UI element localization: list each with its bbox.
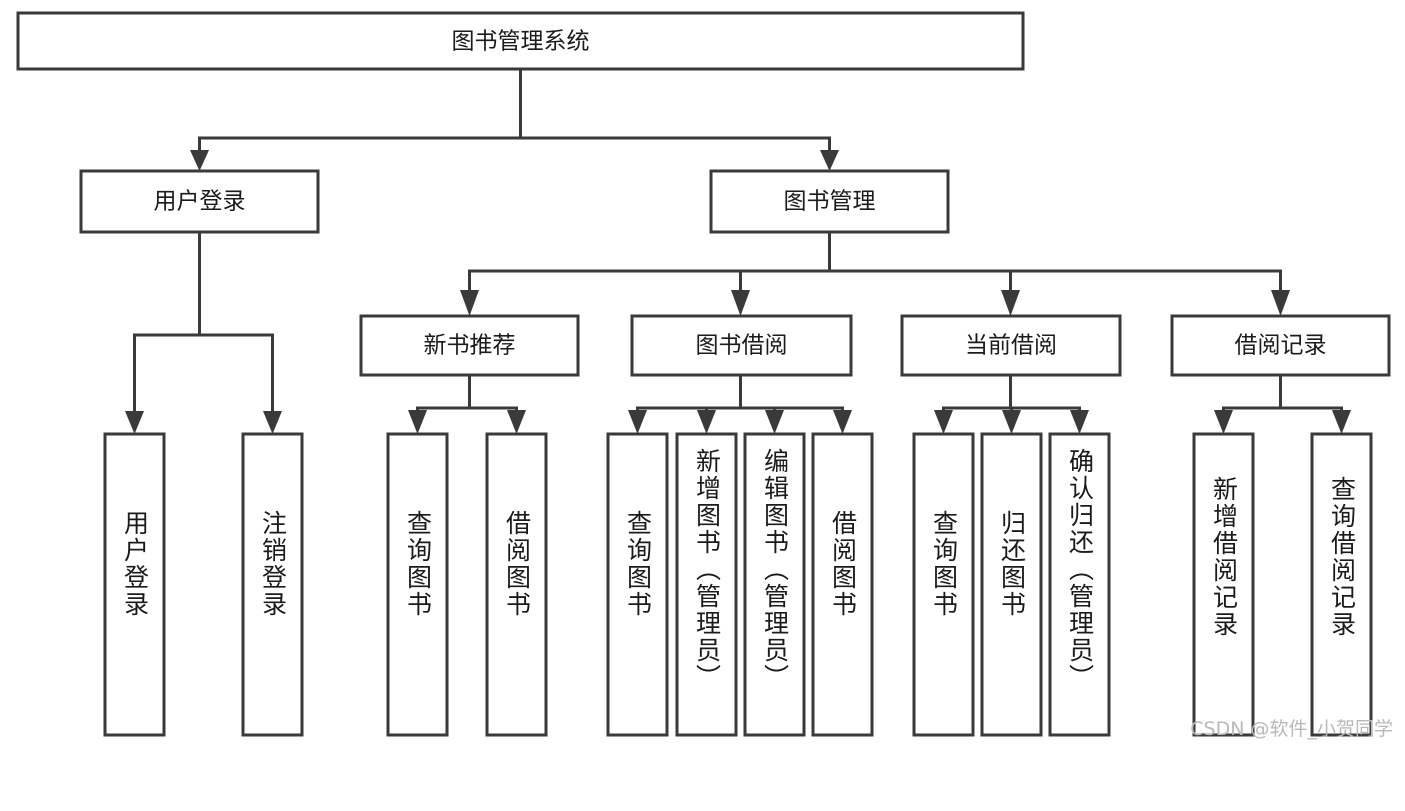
node-book-borrow-label: 图书借阅 — [696, 333, 788, 359]
arrow-head-leaf-borrow-book-rec — [507, 410, 526, 434]
node-leaf-add-record-box[interactable] — [1192, 432, 1255, 737]
arrow-head-leaf-add-book — [697, 410, 716, 434]
diagram-canvas: 图书管理系统 用户登录 图书管理 新书推荐 图书借阅 当前借阅 借阅记录 — [16, 11, 1391, 737]
node-book-borrow-box[interactable] — [630, 314, 853, 377]
connector-group-current-borrow — [934, 373, 1089, 434]
node-user-login-label: 用户登录 — [154, 189, 246, 215]
node-borrow-record-label: 借阅记录 — [1235, 333, 1327, 359]
node-leaf-query-book-borrow-box[interactable] — [606, 432, 669, 737]
node-leaf-user-login-box[interactable] — [103, 432, 166, 737]
node-current-borrow-label: 当前借阅 — [965, 333, 1057, 359]
node-book-borrow[interactable]: 图书借阅 — [630, 314, 853, 377]
arrow-head-leaf-query-book-rec — [408, 410, 427, 434]
connector-group-new-book-rec — [408, 373, 526, 434]
node-leaf-logout-box[interactable] — [241, 432, 304, 737]
node-leaf-confirm-return-box[interactable] — [1048, 432, 1111, 737]
connector-group-root — [190, 67, 839, 171]
node-leaf-return-book-box[interactable] — [980, 432, 1043, 737]
node-user-login[interactable]: 用户登录 — [79, 169, 320, 234]
arrow-head-book-borrow — [731, 290, 750, 316]
arrow-head-borrow-record — [1271, 290, 1290, 316]
node-leaf-add-book-box[interactable] — [675, 432, 738, 737]
node-borrow-record[interactable]: 借阅记录 — [1170, 314, 1391, 377]
arrow-head-book-manage — [820, 150, 839, 171]
arrow-head-current-borrow — [1001, 290, 1020, 316]
arrow-head-leaf-logout — [263, 411, 282, 434]
arrow-head-new-book-rec — [460, 290, 479, 316]
node-borrow-record-box[interactable] — [1170, 314, 1391, 377]
arrow-head-leaf-borrow-book — [833, 410, 852, 434]
arrow-head-leaf-user-login — [125, 411, 144, 434]
arrow-head-user-login — [190, 150, 209, 171]
node-leaf-query-record-box[interactable] — [1310, 432, 1373, 737]
node-new-book-rec-box[interactable] — [359, 314, 580, 377]
arrow-head-leaf-query-book-borrow — [628, 410, 647, 434]
node-book-manage[interactable]: 图书管理 — [709, 169, 950, 234]
node-root-box[interactable] — [16, 11, 1025, 71]
connector-group-borrow-record — [1214, 373, 1351, 434]
node-root-label: 图书管理系统 — [452, 29, 590, 55]
node-leaf-borrow-book-box[interactable] — [811, 432, 874, 737]
connector-group-user-login — [125, 230, 282, 434]
arrow-head-leaf-query-record — [1332, 410, 1351, 434]
node-current-borrow-box[interactable] — [900, 314, 1122, 377]
node-book-manage-box[interactable] — [709, 169, 950, 234]
node-new-book-rec-label: 新书推荐 — [424, 333, 516, 359]
node-user-login-box[interactable] — [79, 169, 320, 234]
functional-structure-diagram: 图书管理系统 用户登录 图书管理 新书推荐 图书借阅 当前借阅 借阅记录 — [16, 11, 1393, 740]
node-new-book-rec[interactable]: 新书推荐 — [359, 314, 580, 377]
node-root[interactable]: 图书管理系统 — [16, 11, 1025, 71]
node-leaf-edit-book-box[interactable] — [743, 432, 806, 737]
arrow-head-leaf-return-book — [1002, 410, 1021, 434]
connector-group-book-borrow — [628, 373, 852, 434]
node-current-borrow[interactable]: 当前借阅 — [900, 314, 1122, 377]
connector-group-book-manage — [460, 230, 1290, 316]
node-leaf-query-book-rec-box[interactable] — [386, 432, 449, 737]
arrow-head-leaf-confirm-return — [1070, 410, 1089, 434]
arrow-head-leaf-edit-book — [765, 410, 784, 434]
arrow-head-leaf-query-book-current — [934, 410, 953, 434]
node-book-manage-label: 图书管理 — [784, 189, 876, 215]
node-leaf-query-book-current-box[interactable] — [912, 432, 975, 737]
arrow-head-leaf-add-record — [1214, 410, 1233, 434]
node-leaf-borrow-book-rec-box[interactable] — [485, 432, 548, 737]
